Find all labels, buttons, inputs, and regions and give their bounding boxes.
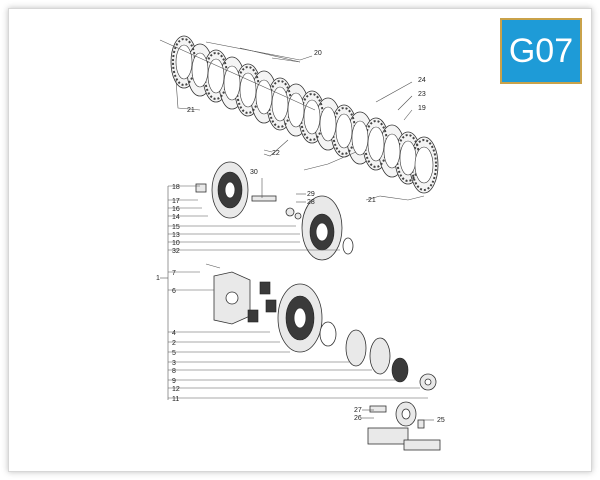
plate-leader-lines <box>159 39 425 201</box>
callout-19: 19 <box>418 105 426 112</box>
callout-30: 30 <box>250 169 258 176</box>
clutch-basket <box>277 283 337 353</box>
callout-7: 7 <box>172 270 176 277</box>
clutch-plate-stack <box>170 35 439 194</box>
callout-15: 15 <box>172 224 180 231</box>
callout-28: 28 <box>307 199 315 206</box>
callout-11: 11 <box>172 396 179 403</box>
callout-16: 16 <box>172 206 180 213</box>
index-bar <box>160 178 434 421</box>
callout-22: 22 <box>272 150 280 157</box>
primary-gear <box>345 329 437 391</box>
callout-21-bottom: 21 <box>368 197 376 204</box>
section-code: G07 <box>508 31 574 70</box>
spring-parts <box>205 263 277 325</box>
callout-27: 27 <box>354 407 362 414</box>
callout-26: 26 <box>354 415 362 422</box>
callout-18: 18 <box>172 184 180 191</box>
callout-25: 25 <box>437 417 445 424</box>
callout-23: 23 <box>418 91 426 98</box>
callout-9: 9 <box>172 378 176 385</box>
callout-29: 29 <box>307 191 315 198</box>
callout-13: 13 <box>172 232 180 239</box>
callout-8: 8 <box>172 368 176 375</box>
oil-pump-gear <box>367 401 441 451</box>
callout-5: 5 <box>172 350 176 357</box>
callout-20: 20 <box>314 50 322 57</box>
callout-12: 12 <box>172 386 180 393</box>
clutch-hub <box>285 195 354 261</box>
callout-2: 2 <box>172 340 176 347</box>
callout-6: 6 <box>172 288 176 295</box>
callout-32: 32 <box>172 248 180 255</box>
callout-3: 3 <box>172 360 176 367</box>
callout-17: 17 <box>172 198 180 205</box>
callout-labels: 20 21 24 23 19 22 21 30 29 28 18 17 16 1… <box>156 50 445 424</box>
callout-10: 10 <box>172 240 180 247</box>
callout-24: 24 <box>418 77 426 84</box>
callout-4: 4 <box>172 330 176 337</box>
section-badge: G07 <box>500 18 582 84</box>
callout-1: 1 <box>156 275 160 282</box>
callout-14: 14 <box>172 214 180 221</box>
pressure-plate-assembly <box>195 161 277 219</box>
callout-21-top: 21 <box>187 107 195 114</box>
